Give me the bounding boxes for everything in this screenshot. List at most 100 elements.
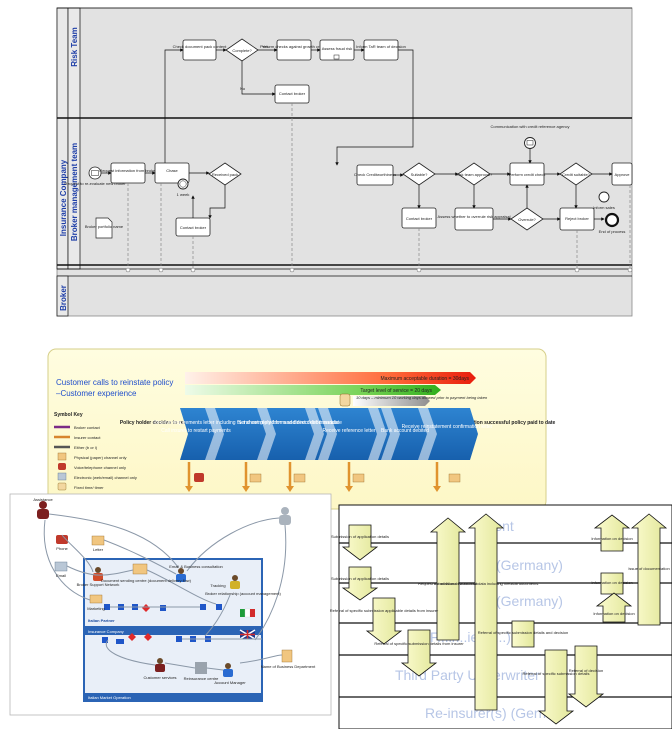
svg-text:Physical (paper) channel only: Physical (paper) channel only (74, 455, 126, 460)
form-channel-icon (294, 474, 305, 482)
svg-text:Broker portfolio name: Broker portfolio name (85, 224, 124, 229)
task-approve: Approve (612, 163, 632, 185)
risk-task-contact-broker: Contact broker (275, 85, 309, 103)
letter-channel-icon (250, 474, 261, 482)
svg-text:Name of Business Department: Name of Business Department (261, 664, 316, 669)
svg-text:Complete?: Complete? (232, 48, 252, 53)
svg-text:Customer services: Customer services (143, 675, 176, 680)
phone-channel-icon (194, 473, 204, 482)
symbol-key-title: Symbol Key (54, 412, 83, 418)
task-contact-broker-1: Contact broker (176, 218, 210, 236)
lane-label-risk-team: Risk Team (70, 27, 79, 66)
svg-text:Letter: Letter (93, 547, 104, 552)
pool-label: Insurance Company (59, 159, 68, 236)
svg-text:Submission of application deta: Submission of application details (331, 534, 389, 539)
svg-text:Referral of decision: Referral of decision (569, 668, 603, 673)
italy-flag-icon (240, 609, 255, 617)
svg-text:Fixed time/ timer: Fixed time/ timer (74, 485, 104, 490)
svg-text:Target level of service = 20 d: Target level of service = 20 days (360, 388, 432, 394)
svg-text:Document sending centre (docum: Document sending centre (document delive… (101, 578, 192, 583)
email-node-icon (55, 562, 67, 571)
svg-text:Account Manager: Account Manager (214, 680, 246, 685)
tag-italian-partner: Italian Partner (88, 618, 115, 623)
svg-text:Perform checks against growth: Perform checks against growth criteria (260, 44, 329, 49)
svg-text:Suitable?: Suitable? (411, 172, 428, 177)
svg-text:Referral of specific submissio: Referral of specific submission applicab… (330, 608, 439, 613)
svg-text:Submission of application deta: Submission of application details (331, 576, 389, 581)
svg-text:Information on decision: Information on decision (591, 536, 632, 541)
svg-text:Email: Email (56, 573, 66, 578)
svg-text:(Germany): (Germany) (496, 593, 563, 609)
svg-text:Request information from broke: Request information from broker (99, 168, 157, 173)
timer-icon (340, 394, 350, 406)
svg-text:Credit suitable?: Credit suitable? (562, 172, 591, 177)
svg-text:Inform sales: Inform sales (593, 205, 615, 210)
svg-text:Received pack: Received pack (212, 172, 238, 177)
letter-node-icon (92, 536, 104, 545)
svg-text:Perform credit check: Perform credit check (509, 172, 546, 177)
svg-text:Referral of specific submissio: Referral of specific submission details … (478, 630, 569, 635)
svg-text:Assistance: Assistance (33, 497, 53, 502)
tag-italian-market: Italian Market Operation (88, 695, 131, 700)
svg-text:Assess fraud risk: Assess fraud risk (322, 46, 352, 51)
svg-text:Marketing: Marketing (87, 606, 105, 611)
svg-text:1 week: 1 week (177, 192, 190, 197)
svg-text:Broker relationship (account m: Broker relationship (account management) (205, 591, 281, 596)
task-check-creditworthiness: Check Creditworthiness (354, 165, 396, 185)
svg-text:Maximum acceptable duration =: Maximum acceptable duration = 30days (380, 376, 469, 382)
svg-text:Risk team approval?: Risk team approval? (456, 172, 493, 177)
risk-task-fraud-risk: Assess fraud risk (320, 40, 354, 60)
business-dept-icon (282, 650, 292, 662)
svg-text:Check document pack content: Check document pack content (173, 44, 228, 49)
no-label: No (240, 86, 246, 91)
svg-text:10 days – minimum 10 working d: 10 days – minimum 10 working days allowe… (356, 395, 488, 400)
task-credit-check: Perform credit check (509, 163, 546, 185)
svg-text:End of process: End of process (599, 229, 626, 234)
svg-text:Check Creditworthiness: Check Creditworthiness (354, 172, 396, 177)
target-service-bar: Target level of service = 20 days (185, 385, 441, 395)
confirmation-letter-icon (449, 474, 460, 482)
step-4: Receive reference letter (322, 428, 375, 434)
journey-title: Customer calls to reinstate policy (56, 378, 173, 387)
svg-text:Contact broker: Contact broker (279, 91, 306, 96)
document-centre-icon (133, 564, 147, 574)
customer-journey-panel: Customer calls to reinstate policy –Cust… (48, 349, 556, 509)
svg-text:Tracking: Tracking (210, 583, 225, 588)
pool-label-broker: Broker (59, 285, 68, 311)
svg-text:Email & Business consultation: Email & Business consultation (169, 564, 223, 569)
svg-text:Voice/telephone channel only: Voice/telephone channel only (74, 465, 126, 470)
svg-text:(Germany): (Germany) (496, 557, 563, 573)
svg-text:Overrule?: Overrule? (518, 217, 536, 222)
svg-text:Electronic (web/email) channel: Electronic (web/email) channel only (74, 475, 137, 480)
svg-text:Chase: Chase (166, 168, 178, 173)
uk-flag-icon (240, 630, 255, 639)
svg-text:Issue of documentation: Issue of documentation (628, 566, 669, 571)
tag-insurance-company: Insurance Company (88, 629, 124, 634)
svg-text:Broker contact: Broker contact (74, 425, 101, 430)
timer-key-icon (58, 483, 66, 490)
task-contact-broker-2: Contact broker (402, 208, 436, 228)
yes-label: Yes (262, 44, 269, 49)
svg-text:Reject broker: Reject broker (565, 216, 589, 221)
svg-text:Assess whether to overrule ris: Assess whether to overrule risk appraisa… (438, 214, 511, 219)
svg-text:Information on decision: Information on decision (593, 611, 634, 616)
computer-icon (58, 473, 66, 480)
svg-text:Communication with credit refe: Communication with credit reference agen… (491, 124, 570, 129)
network-diagram: Italian Partner Insurance Company Italia… (10, 494, 331, 715)
svg-text:Insurer contact: Insurer contact (74, 435, 101, 440)
svg-text:Information on decision: Information on decision (591, 580, 632, 585)
paper-icon (58, 453, 66, 460)
step-6: Receive reinstatement confirmation lette… (402, 424, 493, 430)
svg-text:Either (b or i): Either (b or i) (74, 445, 98, 450)
swimlane-diagram: Client (Germany) (Germany) F...ir...ie..… (330, 505, 672, 729)
svg-text:Submission of additional data: Submission of additional data including … (434, 581, 539, 586)
journey-subtitle: –Customer experience (56, 389, 137, 398)
lane-label-broker-management: Broker management team (70, 143, 79, 241)
max-duration-bar: Maximum acceptable duration = 30days (185, 372, 476, 384)
svg-text:Approve: Approve (615, 172, 631, 177)
svg-text:Phone: Phone (56, 546, 68, 551)
step-3: Send completed form and direct debit man… (238, 420, 342, 426)
phone-icon (58, 463, 66, 470)
marketing-icon (90, 595, 102, 603)
